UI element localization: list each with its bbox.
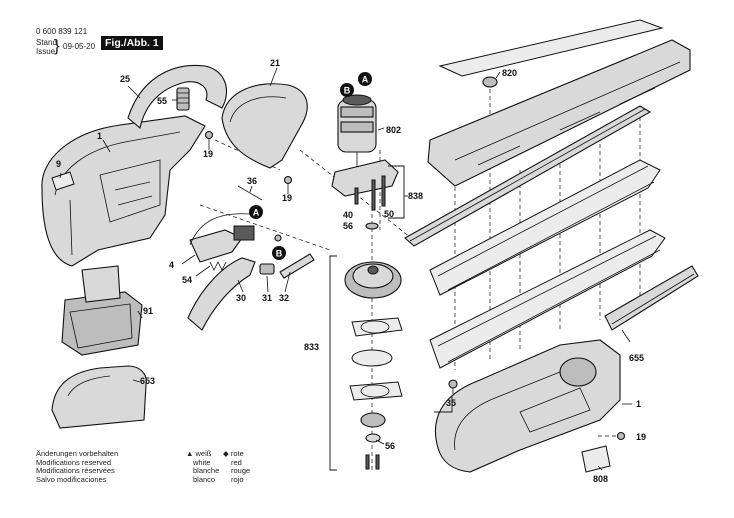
trigger-lever <box>187 257 256 331</box>
legend-red-line: rojo <box>231 474 244 484</box>
rod-32 <box>279 253 315 279</box>
figure-label: Fig./Abb. 1 <box>101 36 163 50</box>
callout-b-motor: B <box>340 83 354 97</box>
part-label-32: 32 <box>279 293 289 303</box>
note-line: Änderungen vorbehalten <box>36 449 119 458</box>
part-label-19: 19 <box>636 432 646 442</box>
bracket-838 <box>388 165 405 219</box>
issue-brace: } <box>54 36 60 55</box>
part-label-4: 4 <box>169 260 174 270</box>
legend-red: ◆ rote red rouge rojo <box>223 449 251 484</box>
cap-820 <box>482 76 498 88</box>
screw-35 <box>448 379 458 394</box>
part-label-50: 50 <box>384 209 394 219</box>
part-label-25: 25 <box>120 74 130 84</box>
housing-left <box>41 115 206 267</box>
issue-date: 09-05-20 <box>63 42 96 51</box>
spring-55 <box>176 87 190 111</box>
part-label-91: 91 <box>143 306 153 316</box>
eccentric-link-1 <box>351 317 403 337</box>
part-label-36: 36 <box>247 176 257 186</box>
part-label-30: 30 <box>236 293 246 303</box>
legend-white-line: blanco <box>193 474 216 484</box>
callout-b-switch: B <box>272 246 286 260</box>
legend-white: ▲ weiß white blanche blanco <box>186 449 220 484</box>
charger <box>51 365 147 429</box>
legend-red-line: ◆ rote <box>223 449 244 458</box>
part-label-802: 802 <box>386 125 401 135</box>
bracket-833 <box>329 255 337 471</box>
screw-19-mid <box>283 175 293 190</box>
legend-white-line: white <box>193 457 211 467</box>
issue-label: Issue <box>36 47 56 56</box>
handle-cover <box>127 64 227 130</box>
label-sheet-808 <box>581 445 611 473</box>
modification-notes: Änderungen vorbehalten Modifications res… <box>36 449 119 484</box>
part-label-56: 56 <box>385 441 395 451</box>
part-label-655: 655 <box>629 353 644 363</box>
part-label-9: 9 <box>56 159 61 169</box>
doc-number: 0 600 839 121 <box>36 27 88 36</box>
part-label-21: 21 <box>270 58 280 68</box>
legend-white-line: blanche <box>193 466 220 476</box>
part-label-1: 1 <box>97 131 102 141</box>
legend-red-line: rouge <box>231 466 251 476</box>
part-label-55: 55 <box>157 96 167 106</box>
battery-pack <box>61 265 143 356</box>
hand-guard <box>221 83 308 169</box>
part-label-35: 35 <box>446 398 456 408</box>
part-number-labels: 1 9 25 55 21 19 19 36 4 54 30 31 32 91 6… <box>56 58 646 484</box>
blade-upper <box>429 159 661 296</box>
svg-text:B: B <box>276 249 283 259</box>
part-label-54: 54 <box>182 275 192 285</box>
part-label-833: 833 <box>304 342 319 352</box>
note-line: Modifications reserved <box>36 457 112 467</box>
lock-button-31 <box>259 263 275 275</box>
motor <box>337 94 377 168</box>
blade-carrier-rail <box>404 105 652 247</box>
svg-text:A: A <box>253 208 260 218</box>
washer-56-top <box>365 222 379 230</box>
part-label-820: 820 <box>502 68 517 78</box>
stand-label: Stand <box>36 38 57 47</box>
part-label-1: 1 <box>636 399 641 409</box>
part-label-19: 19 <box>203 149 213 159</box>
part-label-19: 19 <box>282 193 292 203</box>
svg-text:B: B <box>344 86 351 96</box>
bracket-35 <box>434 396 453 413</box>
svg-text:A: A <box>362 75 369 85</box>
part-label-653: 653 <box>140 376 155 386</box>
legend-white-line: ▲ weiß <box>186 449 212 458</box>
callout-a-motor: A <box>358 72 372 86</box>
callout-a-switch: A <box>249 205 263 219</box>
part-label-838: 838 <box>408 191 423 201</box>
housing-right <box>434 339 621 473</box>
screw-19-upper <box>204 130 214 145</box>
screws-bottom <box>365 454 380 470</box>
note-line: Modifications réservées <box>36 466 115 476</box>
part-label-40: 40 <box>343 210 353 220</box>
screw-b <box>274 234 282 242</box>
bearing-disk <box>360 412 386 443</box>
switch-assembly <box>189 213 255 263</box>
pin-36 <box>237 185 263 201</box>
spring-54 <box>209 261 227 271</box>
part-label-56: 56 <box>343 221 353 231</box>
blade-guard-655 <box>604 265 699 331</box>
leader-lines <box>59 67 632 471</box>
eccentric-link-2 <box>349 381 403 401</box>
part-label-31: 31 <box>262 293 272 303</box>
upper-blade-cover <box>427 39 691 187</box>
screw-19-right <box>616 431 626 441</box>
top-cover-strip <box>438 19 664 77</box>
legend-red-line: red <box>231 457 242 467</box>
gear-wheel <box>344 261 402 299</box>
washer-plate <box>351 349 393 367</box>
note-line: Salvo modificaciones <box>36 474 107 484</box>
label-sheet-9 <box>51 171 75 191</box>
part-label-808: 808 <box>593 474 608 484</box>
blade-lower <box>429 229 666 369</box>
motor-mount-plate <box>331 159 399 211</box>
